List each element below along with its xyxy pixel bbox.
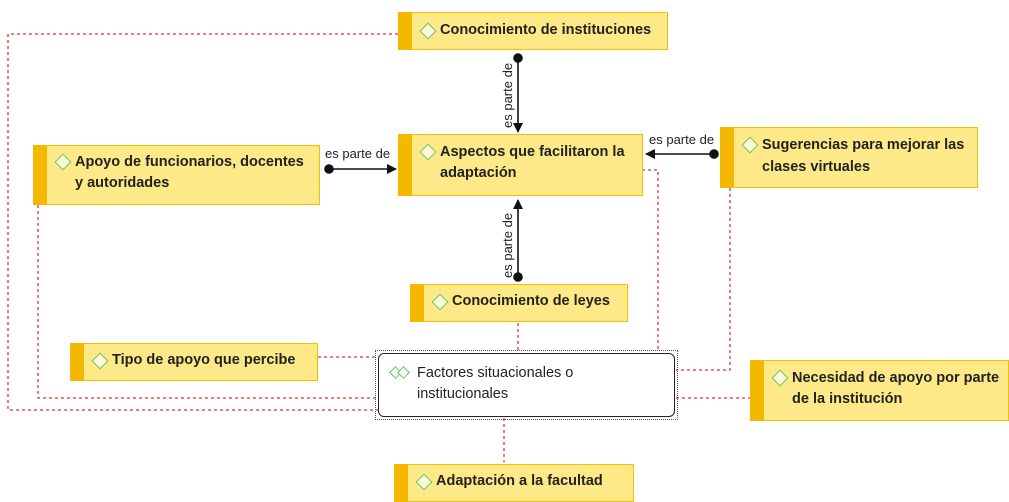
node-conocimiento-instituciones[interactable]: Conocimiento de instituciones <box>398 12 668 50</box>
diamond-icon <box>771 369 789 387</box>
node-accent-bar <box>398 12 412 50</box>
core-label-line1: Factores situacionales o <box>417 365 574 381</box>
diamond-icon <box>415 473 433 491</box>
node-adaptacion-facultad[interactable]: Adaptación a la facultad <box>394 464 634 502</box>
node-necesidad-apoyo[interactable]: Necesidad de apoyo por parte de la insti… <box>750 360 1009 421</box>
arrow-left-origin <box>324 164 334 174</box>
arrow-top-origin <box>513 53 523 63</box>
relation-arrows <box>324 53 719 282</box>
node-accent-bar <box>70 343 84 381</box>
link-sugerencias <box>676 188 731 371</box>
diamond-icon <box>419 143 437 161</box>
core-label-line2: institucionales <box>417 386 509 402</box>
node-label: Tipo de apoyo que percibe <box>112 352 296 368</box>
node-label-line1: Apoyo de funcionarios, docentes <box>75 154 304 170</box>
link-conocimiento-instituciones <box>7 33 398 411</box>
link-apoyo-funcionarios <box>37 205 378 399</box>
node-label-line2: clases virtuales <box>762 159 871 175</box>
node-tipo-apoyo[interactable]: Tipo de apoyo que percibe <box>70 343 318 381</box>
node-label-line2: adaptación <box>440 165 517 181</box>
node-label-line2: y autoridades <box>75 175 170 191</box>
arrow-bottom-origin <box>513 272 523 282</box>
core-selection-frame <box>375 350 678 420</box>
relation-label-top: es parte de <box>500 62 515 128</box>
node-label-line1: Aspectos que facilitaron la <box>440 144 625 160</box>
node-apoyo-funcionarios[interactable]: Apoyo de funcionarios, docentes y autori… <box>33 145 320 205</box>
node-aspectos-facilitaron[interactable]: Aspectos que facilitaron la adaptación <box>398 134 643 196</box>
node-label-line2: de la institución <box>792 391 903 407</box>
dashed-links <box>7 33 750 462</box>
node-accent-bar <box>33 145 47 205</box>
diamond-icon <box>54 153 72 171</box>
core-factores-situacionales[interactable]: Factores situacionales o institucionales <box>378 353 675 417</box>
node-accent-bar <box>750 360 764 421</box>
diamond-icon <box>741 136 759 154</box>
node-label: Adaptación a la facultad <box>436 473 603 489</box>
double-diamond-icon-2 <box>397 366 410 379</box>
link-aspectos <box>642 169 659 352</box>
node-sugerencias[interactable]: Sugerencias para mejorar las clases virt… <box>720 127 978 188</box>
node-accent-bar <box>398 134 412 196</box>
node-accent-bar <box>720 127 734 188</box>
node-accent-bar <box>410 284 424 322</box>
node-label-line1: Necesidad de apoyo por parte <box>792 370 1000 386</box>
node-conocimiento-leyes[interactable]: Conocimiento de leyes <box>410 284 628 322</box>
relation-label-left: es parte de <box>325 146 391 161</box>
arrow-right-origin <box>709 149 719 159</box>
relation-label-right: es parte de <box>649 132 715 147</box>
diamond-icon <box>91 352 109 370</box>
node-label-line1: Sugerencias para mejorar las <box>762 137 965 153</box>
node-accent-bar <box>394 464 408 502</box>
node-label: Conocimiento de leyes <box>452 293 610 309</box>
node-label: Conocimiento de instituciones <box>440 22 652 38</box>
diamond-icon <box>419 22 437 40</box>
relation-label-bottom: es parte de <box>500 212 515 278</box>
diamond-icon <box>431 293 449 311</box>
